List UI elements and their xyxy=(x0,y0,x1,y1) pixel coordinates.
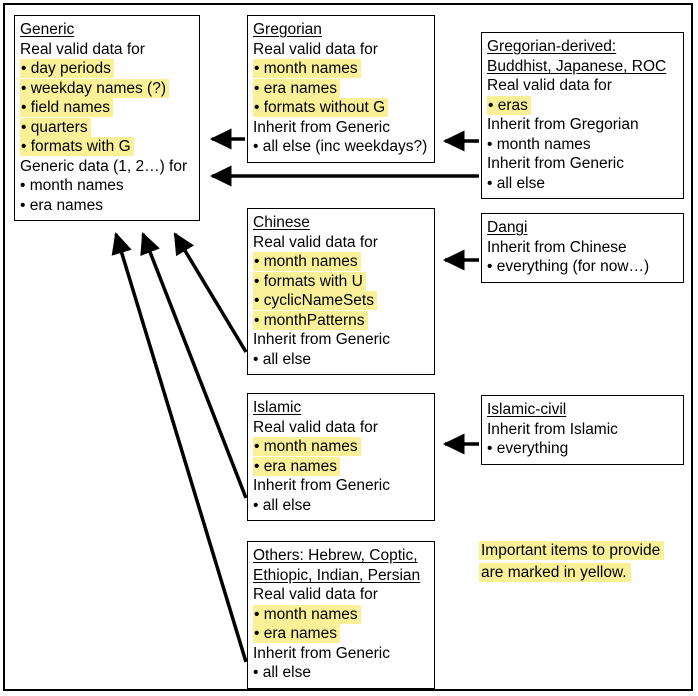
islamic-line: • era names xyxy=(253,456,429,477)
legend-note: Important items to provide are marked in… xyxy=(479,540,665,584)
gregorian-derived-line: Real valid data for xyxy=(487,77,612,94)
gregorian-derived-line: • all else xyxy=(487,174,545,192)
dangi-line: Inherit from Chinese xyxy=(487,238,627,256)
islamic-line: Real valid data for xyxy=(253,418,378,436)
chinese-line: • all else xyxy=(253,350,311,368)
gregorian-derived-box: Gregorian-derived: Buddhist, Japanese, R… xyxy=(481,32,684,199)
others-title: Others: Hebrew, Coptic, xyxy=(253,547,418,564)
generic-line: • month names xyxy=(20,177,124,194)
chinese-line: • formats with U xyxy=(253,271,429,292)
islamic-line: Inherit from Generic xyxy=(253,477,390,494)
others-box: Others: Hebrew, Coptic, Ethiopic, Indian… xyxy=(247,541,435,689)
chinese-box: Chinese Real valid data for • month name… xyxy=(247,208,435,375)
outer-border xyxy=(3,3,693,691)
generic-line: Real valid data for xyxy=(20,40,145,58)
gregorian-derived-line: Inherit from Gregorian xyxy=(487,116,639,133)
others-line: Inherit from Generic xyxy=(253,644,390,662)
generic-line: • day periods xyxy=(20,59,194,79)
others-line: • month names xyxy=(253,604,429,625)
chinese-title: Chinese xyxy=(253,214,310,231)
islamic-civil-box: Islamic-civil Inherit from Islamic • eve… xyxy=(481,395,684,465)
gregorian-line: Inherit from Generic xyxy=(253,118,390,136)
gregorian-title: Gregorian xyxy=(253,21,322,38)
gregorian-line: • era names xyxy=(253,78,429,99)
generic-line: • quarters xyxy=(20,117,194,138)
islamic-civil-title: Islamic-civil xyxy=(487,401,567,418)
others-line: • era names xyxy=(253,624,429,644)
dangi-title: Dangi xyxy=(487,219,528,236)
gregorian-line: • formats without G xyxy=(253,98,429,118)
others-line: • all else xyxy=(253,664,311,681)
islamic-civil-line: Inherit from Islamic xyxy=(487,420,618,438)
dangi-box: Dangi Inherit from Chinese • everything … xyxy=(481,213,684,283)
islamic-line: • all else xyxy=(253,496,311,514)
islamic-title: Islamic xyxy=(253,399,302,416)
gregorian-box: Gregorian Real valid data for • month na… xyxy=(247,15,435,163)
dangi-line: • everything (for now…) xyxy=(487,258,650,275)
gregorian-derived-title: Gregorian-derived: xyxy=(487,38,617,55)
generic-line: • weekday names (?) xyxy=(20,78,194,99)
legend-note-line: Important items to provide xyxy=(479,540,665,562)
chinese-line: • month names xyxy=(253,252,429,272)
islamic-line: • month names xyxy=(253,437,429,457)
generic-box: Generic Real valid data for • day period… xyxy=(14,15,200,221)
chinese-line: • cyclicNameSets xyxy=(253,291,429,311)
gregorian-line: • month names xyxy=(253,59,429,79)
generic-title: Generic xyxy=(20,21,75,38)
islamic-box: Islamic Real valid data for • month name… xyxy=(247,393,435,521)
gregorian-derived-line: • eras xyxy=(487,95,678,116)
chinese-line: • monthPatterns xyxy=(253,310,429,331)
gregorian-derived-line: Inherit from Generic xyxy=(487,155,624,172)
gregorian-derived-line: • month names xyxy=(487,135,591,153)
chinese-line: Real valid data for xyxy=(253,233,378,251)
chinese-line: Inherit from Generic xyxy=(253,331,390,348)
islamic-civil-line: • everything xyxy=(487,440,569,457)
gregorian-derived-title: Buddhist, Japanese, ROC xyxy=(487,57,667,75)
legend-note-line: are marked in yellow. xyxy=(479,562,664,584)
generic-line: • formats with G xyxy=(20,137,194,157)
gregorian-line: Real valid data for xyxy=(253,40,378,58)
generic-line: Generic data (1, 2…) for xyxy=(20,157,188,175)
generic-line: • era names xyxy=(20,196,103,214)
gregorian-line: • all else (inc weekdays?) xyxy=(253,138,428,155)
generic-line: • field names xyxy=(20,98,194,118)
others-title: Ethiopic, Indian, Persian xyxy=(253,566,421,584)
others-line: Real valid data for xyxy=(253,586,378,603)
